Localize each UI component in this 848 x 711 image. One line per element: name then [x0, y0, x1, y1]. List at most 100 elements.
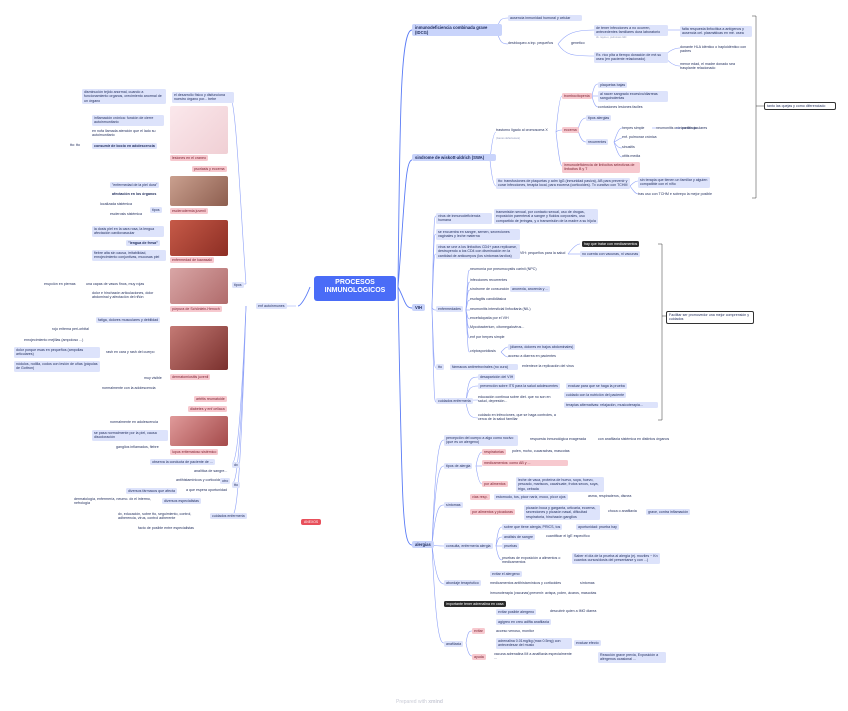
left-img3[interactable]: esclerodermia juvenil: [170, 208, 208, 215]
left-l6a[interactable]: fatiga, dolores musculares y debilidad: [96, 317, 161, 324]
left-dx1[interactable]: observa la conducta de paciente de ...: [150, 459, 215, 466]
vih-e2[interactable]: infecciones recurrentes: [470, 278, 508, 282]
left-c3[interactable]: facto de posible entre especialistas: [138, 526, 194, 530]
idcg-g2r1[interactable]: donante HLA idéntico o haploidéntico con…: [680, 45, 747, 54]
left-tt1[interactable]: antihistamínicos y corticoides: [176, 478, 223, 482]
al-an2[interactable]: ayuda: [472, 654, 486, 661]
left-l2c[interactable]: tto: tto: [70, 143, 80, 147]
vih-e3b[interactable]: anorexia, anorexia y ...: [510, 286, 551, 293]
left-l6c[interactable]: enrojecimiento mejillas (ampoloso ...): [24, 338, 84, 342]
left-tto[interactable]: tto: [232, 482, 240, 489]
annex-tag[interactable]: ANEXOS: [301, 519, 322, 526]
al-s1rr[interactable]: asma, respiraderos, disnea: [588, 494, 632, 498]
idcg-genetic[interactable]: genetico: [571, 41, 585, 45]
vih-note[interactable]: Facilitar ser promovedor una mejor compr…: [666, 311, 754, 324]
al-k1r[interactable]: aportunidad: prueba hay: [576, 524, 619, 531]
wa-tx1[interactable]: sin terapia que tienen un familiar y alg…: [638, 177, 710, 188]
al-s1r[interactable]: estornudo, tos, picor nariz, moco, picor…: [494, 494, 568, 501]
al-ty3[interactable]: por alimentos: [482, 481, 508, 488]
wa-recurrent[interactable]: recurrentes: [586, 139, 609, 146]
vih-e9[interactable]: criptosporidiosis: [470, 349, 496, 353]
left-c2l[interactable]: dx, educación, sobre tto, seguimiento, c…: [118, 512, 192, 521]
left-l8[interactable]: diabetes y enf celiaca: [188, 406, 227, 413]
left-l9b[interactable]: se pasa normalmente por la piel, causa d…: [92, 430, 168, 441]
left-l2a[interactable]: inflamación crónica: función de cierre a…: [92, 115, 164, 126]
vih-c2b[interactable]: evaluar para que se haga la prueba: [566, 383, 627, 390]
vih-care[interactable]: cuidados enfermeria: [436, 398, 473, 405]
vih-e9b[interactable]: acceso a diarrea en pacientes: [508, 354, 556, 358]
alergias-topic[interactable]: alergias: [412, 541, 434, 548]
al-an1ar[interactable]: descubrir quien a IMO diarea: [550, 609, 597, 613]
left-c1[interactable]: diversos especialistas: [162, 498, 201, 505]
left-tt2[interactable]: diversos fármacos que afecta: [126, 488, 177, 495]
al-tr2b[interactable]: síntomas: [580, 581, 595, 585]
al-an2r[interactable]: vacuna adrenalina IM a anafilaxia especi…: [494, 652, 572, 661]
left-dx2[interactable]: analítica de sangre...: [194, 469, 228, 473]
vih-topic[interactable]: VIH: [412, 304, 425, 311]
left-l6b[interactable]: rojo eritema peri-orbital: [52, 327, 89, 331]
idcg-topic[interactable]: inmunodeficiencia combinada grave (IDCG): [412, 24, 502, 36]
vih-c3[interactable]: educación continua sobre diet. que no so…: [478, 395, 551, 404]
left-l1[interactable]: el desarrollo físico y disfunciona nuest…: [172, 92, 234, 103]
al-ty3r[interactable]: leche de vaca, proteína de huevo, soya, …: [516, 477, 604, 493]
auto-topic[interactable]: enf autoinmunes: [256, 303, 287, 310]
al-dark[interactable]: importante tener adrenalina en casa: [444, 601, 506, 608]
vih-v3rb[interactable]: no cuenta con vacunas, ni vacunas: [580, 251, 641, 258]
vih-c3a[interactable]: cuidado con la nutrición del paciente: [564, 392, 627, 399]
vih-v3r[interactable]: VIH: pequeños para la salud: [520, 251, 566, 255]
al-k1[interactable]: sobre que tiene alergia, PRICS, tos: [502, 524, 563, 531]
idcg-feat1[interactable]: ausencia inmunidad humoral y celular: [508, 15, 582, 22]
vih-v3rdark[interactable]: hay que tratar con medicamentos: [582, 241, 640, 248]
al-k3[interactable]: pruebas: [502, 543, 519, 550]
vih-c4[interactable]: cuidado en infecciones, que se haga cont…: [478, 413, 556, 422]
al-s2[interactable]: por alimentos y picaduras: [470, 509, 515, 516]
al-tr3[interactable]: inmunoterapia (vacunas): [490, 591, 530, 595]
wa-r2[interactable]: enf. pulmonar crónica: [622, 135, 657, 139]
al-anaf[interactable]: anafilaxia: [444, 641, 464, 648]
wa-r1b[interactable]: neumonitis crónica dx ojo: [656, 126, 697, 130]
left-tt1b[interactable]: otro: [220, 478, 231, 485]
al-an1b[interactable]: agigreo en creu adlfta anafilaxia: [496, 619, 551, 626]
vih-c1[interactable]: desaparición del VIH: [478, 374, 516, 381]
central-topic[interactable]: PROCESOS INMUNOLOGICOS: [314, 276, 396, 301]
left-img9[interactable]: lupus eritematoso sistémico: [170, 449, 219, 456]
left-tt2r[interactable]: a que espera oportunidad: [186, 488, 227, 492]
al-s2rrr[interactable]: grave, contra inflamación: [646, 509, 691, 516]
al-an1[interactable]: evitar: [472, 628, 485, 635]
left-img2[interactable]: psoriasis y eccema: [192, 166, 227, 173]
wa-r3[interactable]: sinusitis: [622, 145, 635, 149]
vih-c2[interactable]: prevención sobre ITS para la salud adole…: [478, 383, 560, 390]
al-s2rr[interactable]: choca o anafilaxia: [608, 509, 637, 513]
vih-v1r[interactable]: transmisión sexual, por contacto sexual,…: [494, 209, 598, 225]
vih-e9a[interactable]: (diarrea, dolores en bajos abdominales): [508, 344, 576, 351]
left-l2cr[interactable]: consumir de bocio en adolescencia: [92, 143, 157, 150]
left-l4c[interactable]: fiebre alta sin causa, irritabilidad, en…: [92, 250, 166, 261]
vih-t1b[interactable]: enlentece la replicación del virus: [522, 364, 574, 368]
vih-tto[interactable]: tto: [436, 364, 444, 371]
left-l5ar[interactable]: una capas de vasos finos, muy rojas: [86, 282, 145, 286]
vih-e5[interactable]: neumonitis intersticial linfocitaria (NI…: [470, 307, 531, 311]
al-a1rr[interactable]: con anafilaxia sistémica en distintos ór…: [598, 437, 670, 441]
vih-v3[interactable]: virus se une a los linfocitos CD4+ para …: [436, 244, 520, 260]
left-img4[interactable]: enfermedad de kawasaki: [170, 257, 214, 264]
idcg-g1r[interactable]: falta respuesta linfocitica a antígenos …: [680, 26, 752, 37]
al-tr3b[interactable]: prevenir: avispa, polen, ácaros, mascota…: [530, 591, 597, 595]
al-an1c[interactable]: acceso venoso, monitor: [496, 629, 534, 633]
al-cons[interactable]: consulta, enfermería alergia: [444, 543, 493, 550]
left-l9a[interactable]: normalmente en adolescencia: [110, 420, 158, 424]
left-care[interactable]: cuidados enfermeria: [210, 513, 247, 520]
wa-r4[interactable]: otitis media: [622, 154, 641, 158]
vih-v1[interactable]: virus de inmunodeficiencia humana: [436, 213, 492, 224]
wa-note[interactable]: tanto las quejas y como diferenciado: [764, 102, 836, 111]
vih-enf[interactable]: enfermedades: [436, 306, 463, 313]
al-types[interactable]: tipos de alergia: [444, 463, 473, 470]
al-tr2[interactable]: medicamentos antihistamínicos y corticoi…: [490, 581, 562, 585]
vih-e4[interactable]: esofagitis candidiásica: [470, 297, 506, 301]
wa-cause[interactable]: trastorno ligado al cromosoma X: [496, 128, 548, 132]
al-an1dr[interactable]: evaluar efecto: [574, 640, 601, 647]
al-an2rr[interactable]: Reacción grave previa, Exposición a alér…: [598, 652, 666, 663]
left-l1l[interactable]: disminución tejido anormal, cuando a fun…: [82, 89, 166, 105]
left-l3c2[interactable]: esclerosis sistémica: [110, 212, 142, 216]
idcg-g1[interactable]: de tener infecciones a no ocurren, antec…: [594, 25, 668, 36]
wa-t2[interactable]: al nacer sangrado excesivo/diarreas sang…: [598, 91, 668, 102]
